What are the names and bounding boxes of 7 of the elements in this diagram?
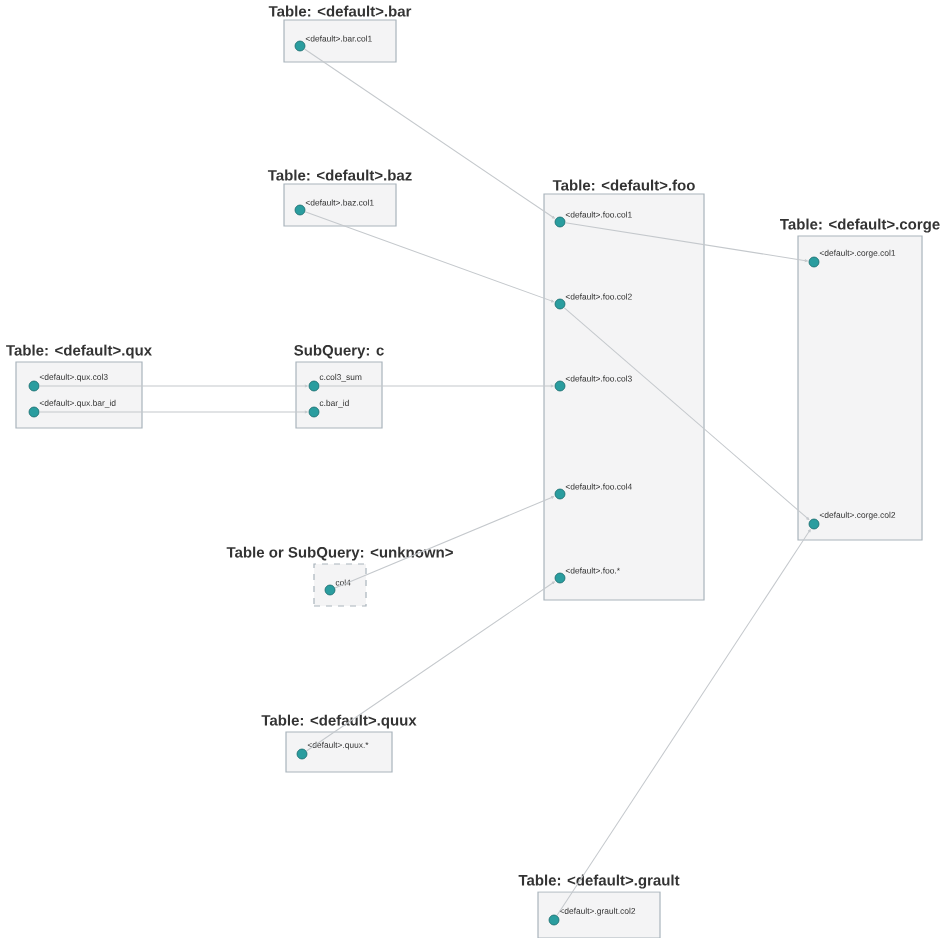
lineage-arrow: [563, 307, 810, 521]
lineage-arrow: [303, 48, 555, 219]
lineage-arrow: [564, 222, 808, 263]
lineage-arrow: [556, 529, 811, 916]
lineage-arrow: [334, 496, 555, 589]
lineage-arrow: [304, 211, 555, 303]
lineage-arrow: [305, 581, 556, 752]
